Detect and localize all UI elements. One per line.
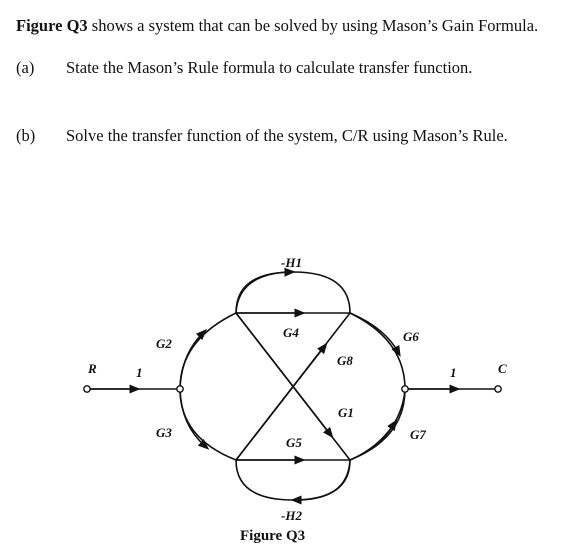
branch-h1 (235, 271, 351, 314)
figure-caption: Figure Q3 (240, 528, 306, 544)
part-b-text: Solve the transfer function of the syste… (66, 126, 508, 145)
label-g3: G3 (156, 425, 172, 440)
branch-g7 (349, 388, 406, 461)
part-b-label: (b) (16, 126, 36, 145)
label-g5: G5 (286, 435, 302, 450)
part-a-label: (a) (16, 58, 35, 77)
label-h2: -H2 (281, 508, 302, 523)
intro-text: shows a system that can be solved by usi… (87, 16, 539, 35)
figure-reference: Figure Q3 (16, 16, 88, 35)
branch-h2 (235, 459, 351, 501)
part-a-text: State the Mason’s Rule formula to calcul… (66, 58, 473, 77)
label-g2: G2 (156, 336, 172, 351)
input-gain-label: 1 (136, 365, 143, 380)
label-h1: -H1 (281, 255, 302, 270)
node-right (401, 385, 409, 393)
input-label: R (87, 361, 97, 376)
node-c (494, 385, 502, 393)
intro-line: Figure Q3 shows a system that can be sol… (16, 16, 538, 36)
node-r (83, 385, 91, 393)
label-g8: G8 (337, 353, 353, 368)
node-left (176, 385, 184, 393)
branch-g2 (179, 312, 237, 390)
output-label: C (498, 361, 507, 376)
output-gain-label: 1 (450, 365, 457, 380)
label-g7: G7 (410, 427, 426, 442)
label-g6: G6 (403, 329, 419, 344)
label-g4: G4 (283, 325, 299, 340)
label-g1: G1 (338, 405, 354, 420)
